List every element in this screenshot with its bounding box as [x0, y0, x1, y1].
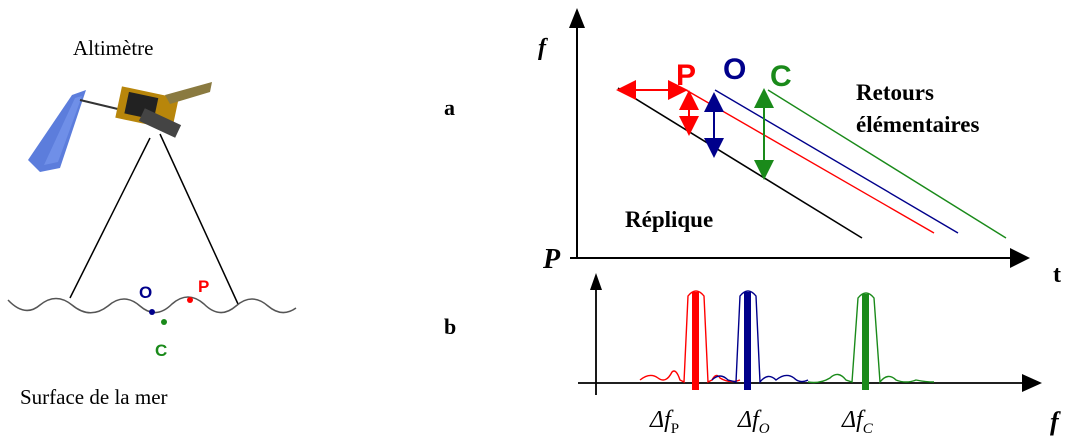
bottom-graph: ΔfP ΔfO ΔfC f	[578, 273, 1061, 437]
sea-surface-caption: Surface de la mer	[20, 385, 168, 409]
peak-o	[744, 292, 751, 390]
spectrum-c	[807, 292, 935, 384]
left-panel: Altimètre O P C Surface de la mer	[7, 36, 297, 409]
peak-c	[862, 294, 869, 390]
replica-line	[617, 87, 863, 239]
altimeter-title: Altimètre	[73, 36, 153, 60]
spectrum-p	[639, 290, 741, 384]
return-line-c	[767, 89, 1007, 239]
top-y-axis-label: f	[538, 35, 548, 61]
delta-f-c-label: ΔfC	[841, 407, 874, 437]
series-label-c: C	[770, 60, 792, 93]
replica-label: Réplique	[625, 207, 713, 232]
panel-label-b: b	[444, 314, 456, 339]
point-o-dot	[149, 309, 155, 315]
point-c-label: C	[155, 341, 167, 360]
satellite-icon	[28, 82, 212, 172]
top-graph: f t P P O C Retours élémentaires Répliqu…	[538, 8, 1061, 288]
point-o-label: O	[139, 283, 152, 302]
point-c-dot	[161, 319, 167, 325]
bottom-y-axis-arrowhead	[590, 273, 602, 290]
panel-label-a: a	[444, 95, 455, 120]
beam-left	[69, 137, 151, 299]
return-line-p	[685, 89, 935, 234]
returns-label-line2: élémentaires	[856, 112, 980, 137]
series-label-o: O	[723, 53, 746, 86]
returns-label-line1: Retours	[856, 80, 934, 105]
top-x-axis-arrowhead	[1010, 248, 1030, 268]
top-x-axis-label: t	[1053, 262, 1061, 288]
series-label-p: P	[676, 59, 696, 92]
point-p-dot	[187, 297, 193, 303]
sea-surface-wave	[7, 296, 297, 314]
beam-right	[159, 133, 239, 305]
point-p-label: P	[198, 277, 209, 296]
top-y-axis-arrowhead	[569, 8, 585, 28]
origin-label: P	[542, 244, 561, 275]
delta-f-o-label: ΔfO	[737, 407, 770, 437]
bottom-x-axis-arrowhead	[1022, 374, 1042, 392]
delta-f-p-label: ΔfP	[649, 407, 679, 437]
spectrum-o	[711, 290, 809, 384]
bottom-x-axis-label: f	[1050, 407, 1061, 436]
peak-p	[692, 292, 699, 390]
